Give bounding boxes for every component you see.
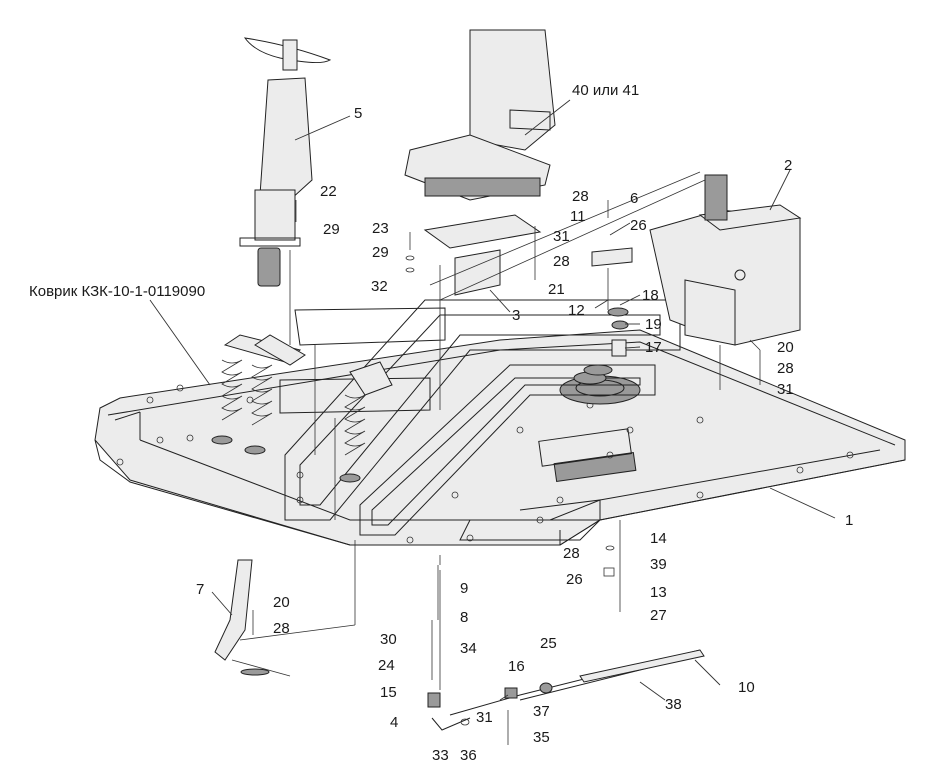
callout-5: 5 bbox=[354, 105, 362, 122]
callout-12: 12 bbox=[568, 302, 585, 319]
callout-27: 27 bbox=[650, 607, 667, 624]
callout-10: 10 bbox=[738, 679, 755, 696]
callout-4: 4 bbox=[390, 714, 398, 731]
callout-23: 23 bbox=[372, 220, 389, 237]
callout-37: 37 bbox=[533, 703, 550, 720]
callout-28-mid: 28 bbox=[553, 253, 570, 270]
callout-21: 21 bbox=[548, 281, 565, 298]
callout-26-upper: 26 bbox=[630, 217, 647, 234]
gear-unit bbox=[573, 247, 633, 385]
callout-7: 7 bbox=[196, 581, 204, 598]
leader-lines bbox=[149, 99, 836, 701]
steering-column bbox=[239, 37, 332, 287]
callout-20-upper: 20 bbox=[777, 339, 794, 356]
lever-assembly bbox=[214, 559, 291, 677]
callout-36: 36 bbox=[460, 747, 477, 764]
callout-40-41: 40 или 41 bbox=[572, 82, 639, 99]
floor-plate bbox=[94, 329, 906, 546]
lower-linkage bbox=[427, 570, 705, 731]
callout-3: 3 bbox=[512, 307, 520, 324]
callout-29-seat: 29 bbox=[372, 244, 389, 261]
callout-9: 9 bbox=[460, 580, 468, 597]
callout-22: 22 bbox=[320, 183, 337, 200]
callout-mat: Коврик КЗК-10-1-0119090 bbox=[29, 283, 205, 300]
callout-25: 25 bbox=[540, 635, 557, 652]
callout-20-lower: 20 bbox=[273, 594, 290, 611]
callout-8: 8 bbox=[460, 609, 468, 626]
callout-31-linkage: 31 bbox=[476, 709, 493, 726]
callout-13: 13 bbox=[650, 584, 667, 601]
callout-28-seat: 28 bbox=[572, 188, 589, 205]
callout-26-lower: 26 bbox=[566, 571, 583, 588]
callout-33: 33 bbox=[432, 747, 449, 764]
callout-28-console: 28 bbox=[777, 360, 794, 377]
callout-6: 6 bbox=[630, 190, 638, 207]
callout-31-seat: 31 bbox=[553, 228, 570, 245]
callout-11: 11 bbox=[570, 208, 586, 225]
callout-15: 15 bbox=[380, 684, 397, 701]
callout-28-right: 28 bbox=[563, 545, 580, 562]
callout-38: 38 bbox=[665, 696, 682, 713]
callout-18: 18 bbox=[642, 287, 659, 304]
callout-30: 30 bbox=[380, 631, 397, 648]
callout-17: 17 bbox=[645, 339, 662, 356]
callout-1: 1 bbox=[845, 512, 853, 529]
callout-labels: 1 2 3 4 5 6 7 8 9 10 11 12 13 14 15 16 1… bbox=[29, 82, 853, 764]
callout-19: 19 bbox=[645, 316, 662, 333]
callout-35: 35 bbox=[533, 729, 550, 746]
callout-2: 2 bbox=[784, 157, 792, 174]
callout-28-lever: 28 bbox=[273, 620, 290, 637]
control-console bbox=[649, 174, 802, 346]
callout-31-console: 31 bbox=[777, 381, 794, 398]
pedals bbox=[211, 334, 393, 483]
fasteners bbox=[252, 200, 761, 745]
callout-14: 14 bbox=[650, 530, 667, 547]
callout-24: 24 bbox=[378, 657, 395, 674]
callout-29-column: 29 bbox=[323, 221, 340, 238]
callout-32: 32 bbox=[371, 278, 388, 295]
reference-lines bbox=[239, 171, 761, 641]
callout-39: 39 bbox=[650, 556, 667, 573]
operator-seat bbox=[404, 29, 556, 296]
floor-mat bbox=[279, 299, 681, 541]
callout-34: 34 bbox=[460, 640, 477, 657]
callout-16: 16 bbox=[508, 658, 525, 675]
